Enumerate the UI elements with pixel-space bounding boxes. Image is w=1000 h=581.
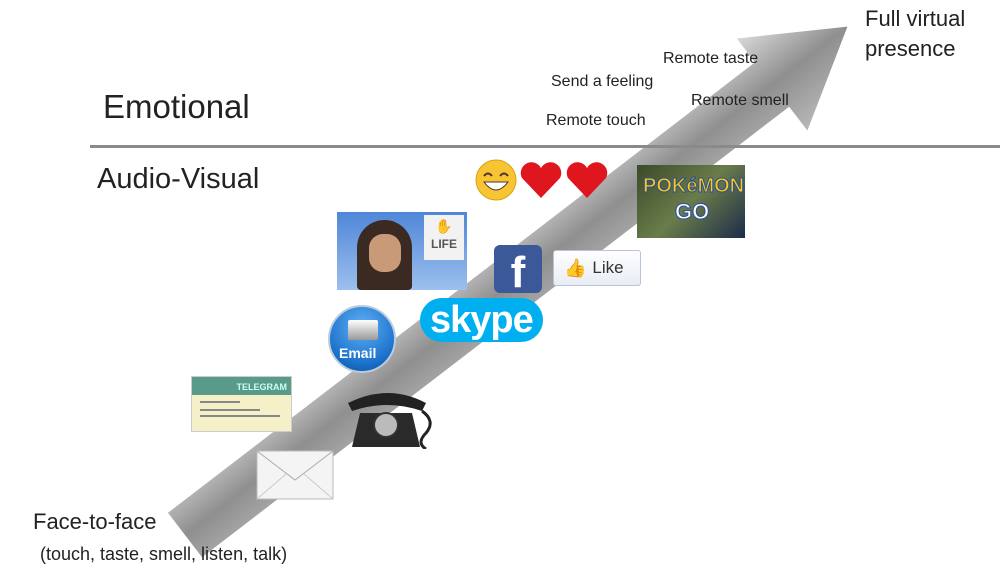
second-life-text: LIFE xyxy=(431,237,457,251)
second-life-logo: ✋ LIFE xyxy=(424,215,464,260)
hand-icon: ✋ xyxy=(435,218,453,234)
face-to-face-senses: (touch, taste, smell, listen, talk) xyxy=(40,544,288,564)
pokemon-go-image: POKéMON GO xyxy=(637,165,745,238)
remote-smell-label: Remote smell xyxy=(691,92,789,109)
second-life-image: ✋ LIFE xyxy=(337,212,467,290)
facebook-icon: f xyxy=(494,245,542,293)
avatar-face xyxy=(369,234,401,272)
email-label: Email xyxy=(339,345,377,361)
thumbs-up-icon: 👍 xyxy=(564,257,587,278)
remote-touch-label: Remote touch xyxy=(546,112,646,129)
heart-icon xyxy=(520,162,562,198)
label-line: Full virtual xyxy=(865,6,966,31)
telegram-header: TELEGRAM xyxy=(192,377,291,395)
like-label: Like xyxy=(592,258,624,277)
envelope-glyph xyxy=(348,320,378,340)
pokemon-logo-text: POKéMON xyxy=(642,175,745,198)
smiley-emoji-icon xyxy=(475,159,517,201)
pokemon-go-text: GO xyxy=(674,199,710,225)
remote-taste-label: Remote taste xyxy=(663,50,759,67)
level-audio-visual: Audio-Visual xyxy=(97,163,260,195)
email-icon: Email xyxy=(328,305,396,373)
label-line: presence xyxy=(865,36,956,61)
heart-icon xyxy=(566,162,608,198)
send-feeling-label: Send a feeling xyxy=(551,73,654,90)
telegram-image: TELEGRAM xyxy=(191,376,292,432)
face-to-face-label: Face-to-face xyxy=(33,509,157,534)
facebook-like-button: 👍 Like xyxy=(553,250,641,286)
level-divider xyxy=(90,145,1000,148)
envelope-icon xyxy=(256,450,334,500)
level-emotional: Emotional xyxy=(103,88,250,125)
rotary-phone-icon xyxy=(348,393,432,449)
skype-logo: skype xyxy=(420,298,543,342)
full-virtual-presence-label: Full virtual presence xyxy=(865,4,965,64)
